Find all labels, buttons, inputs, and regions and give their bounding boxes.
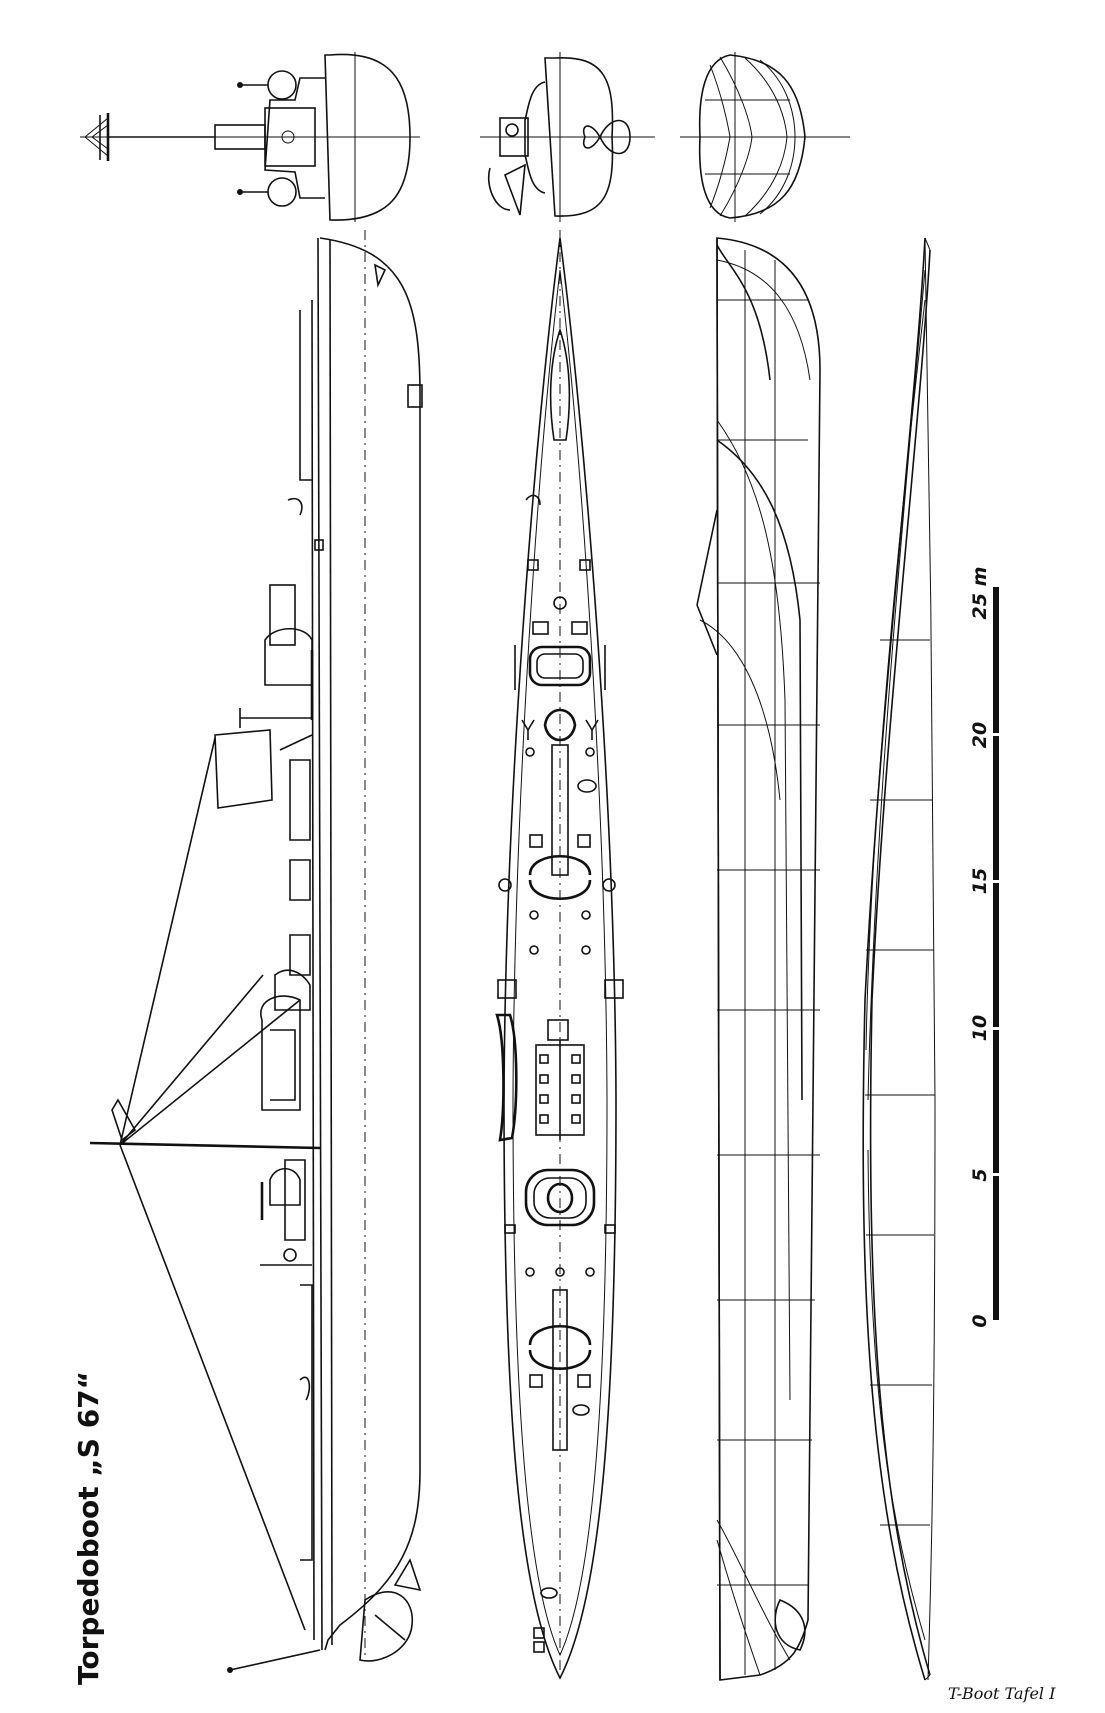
profile-view [89, 230, 423, 1673]
scale-tick-label: 10 [969, 1014, 991, 1042]
scale-bar-segment [993, 587, 999, 1320]
scale-bar-gap-20 [992, 733, 1000, 736]
lines-plan-view [696, 237, 821, 1681]
deck-plan-view [495, 230, 624, 1680]
body-section-view-2 [480, 52, 655, 222]
scale-tick-label: 0 [969, 1314, 991, 1328]
scale-bar-gap-15 [992, 880, 1000, 883]
scale-tick-label: 25 m [969, 566, 991, 620]
scale-bar-gap-5 [992, 1173, 1000, 1176]
scale-tick-label: 20 [969, 721, 991, 749]
scale-bar [992, 587, 1000, 1320]
scale-tick-label: 5 [969, 1168, 991, 1182]
body-lines-view [680, 52, 850, 222]
drawing-title: Torpedoboot „S 67“ [72, 1370, 105, 1685]
sheer-plan-view [862, 237, 936, 1681]
plate-caption: T-Boot Tafel I [948, 1684, 1056, 1703]
scale-bar-gap-10 [992, 1027, 1000, 1030]
scale-tick-label: 15 [969, 867, 991, 895]
body-section-view-1 [80, 52, 420, 222]
